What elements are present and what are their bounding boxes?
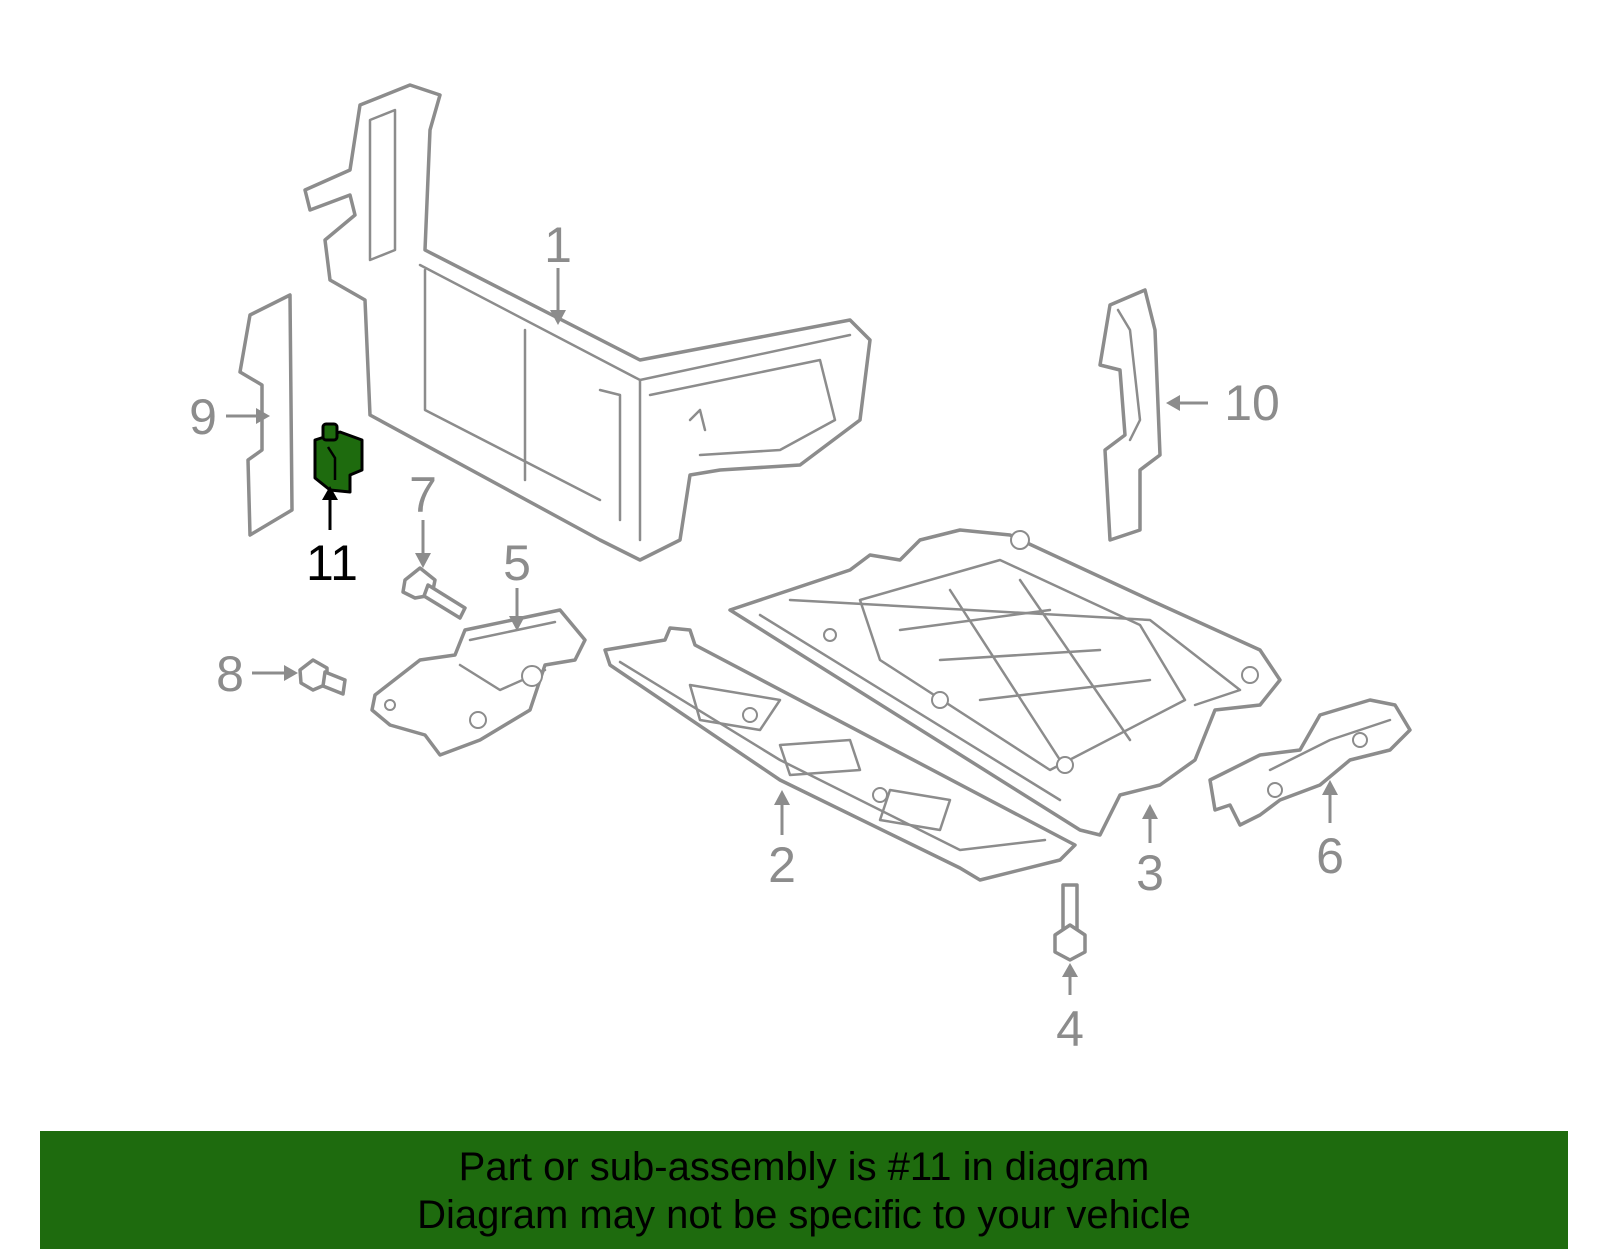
footer-banner: Part or sub-assembly is #11 in diagram D… bbox=[40, 1131, 1568, 1249]
part-5-left-bracket[interactable] bbox=[370, 608, 587, 757]
part-8-nut[interactable] bbox=[298, 658, 347, 696]
callout-4[interactable]: 4 bbox=[1056, 1001, 1084, 1057]
callout-5[interactable]: 5 bbox=[503, 535, 531, 591]
part-2-front-under-cover[interactable] bbox=[603, 626, 1077, 882]
part-11-highlighted-bracket[interactable] bbox=[313, 422, 364, 494]
leaders bbox=[226, 268, 1338, 995]
callout-6[interactable]: 6 bbox=[1316, 828, 1344, 884]
part-6-right-bracket[interactable] bbox=[1208, 698, 1412, 827]
part-3-main-under-cover[interactable] bbox=[728, 528, 1282, 837]
callout-8[interactable]: 8 bbox=[216, 646, 244, 702]
callout-7[interactable]: 7 bbox=[409, 467, 437, 523]
part-7-bolt[interactable] bbox=[401, 566, 467, 620]
part-4-bolt[interactable] bbox=[1053, 883, 1087, 962]
parts-diagram: 1 2 3 4 5 6 7 8 9 10 11 bbox=[189, 83, 1412, 1057]
part-11-body bbox=[313, 430, 364, 494]
part-1-radiator-support[interactable] bbox=[303, 83, 872, 562]
callout-1[interactable]: 1 bbox=[544, 217, 572, 273]
callout-11[interactable]: 11 bbox=[306, 535, 358, 591]
callout-labels: 1 2 3 4 5 6 7 8 9 10 11 bbox=[189, 217, 1344, 1057]
footer-line-disclaimer: Diagram may not be specific to your vehi… bbox=[417, 1193, 1191, 1237]
callout-9[interactable]: 9 bbox=[189, 389, 217, 445]
callout-2[interactable]: 2 bbox=[768, 837, 796, 893]
part-10-right-air-guide[interactable] bbox=[1098, 288, 1162, 542]
callout-10[interactable]: 10 bbox=[1224, 375, 1280, 431]
footer-line-part-info: Part or sub-assembly is #11 in diagram bbox=[458, 1145, 1150, 1189]
part-11-stud bbox=[321, 422, 339, 442]
callout-3[interactable]: 3 bbox=[1136, 845, 1164, 901]
